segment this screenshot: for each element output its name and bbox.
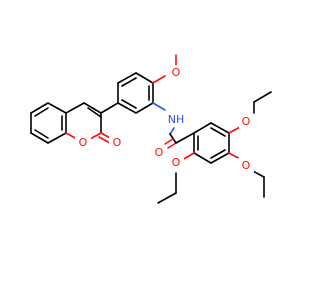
- ethoxy-bottom-oxygen-label: O: [172, 156, 181, 169]
- structure-canvas: O NH O O O O O O: [30, 54, 272, 204]
- lactone-carbonyl-oxygen-label: O: [113, 136, 122, 149]
- amide-nitrogen-label: NH: [168, 113, 185, 126]
- coumarin-benzo-ring: [30, 102, 67, 144]
- chemical-structure-diagram: O NH O O O O O O: [30, 54, 272, 204]
- amide-linkage: [152, 102, 195, 149]
- ethoxy-top: [228, 91, 272, 134]
- ethoxy-top-oxygen-label: O: [242, 115, 251, 128]
- amide-carbonyl-oxygen-label: O: [155, 146, 164, 159]
- ethoxy-middle-oxygen-label: O: [242, 159, 251, 172]
- ring-oxygen-label: O: [79, 136, 88, 149]
- atom-labels: O NH O O O O O O: [75, 65, 257, 173]
- biaryl-bond: [100, 102, 119, 114]
- methoxy-group: [152, 54, 177, 84]
- methoxy-oxygen-label: O: [172, 66, 181, 79]
- central-benzene-ring: [117, 72, 154, 114]
- trialkoxy-benzene-ring: [193, 122, 230, 164]
- coumarin-pyranone-ring: [65, 102, 102, 140]
